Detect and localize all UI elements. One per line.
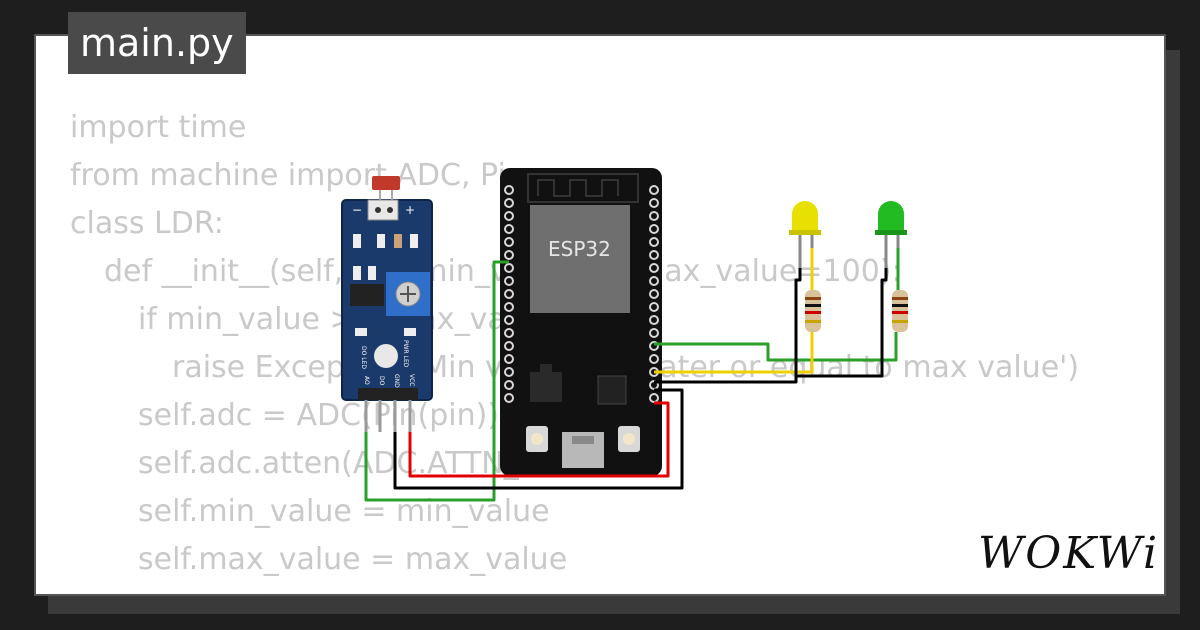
pin-header xyxy=(358,388,418,400)
wire-yellow-led[interactable] xyxy=(654,332,814,374)
led-yellow-body xyxy=(792,201,818,232)
wire-green-led[interactable] xyxy=(654,332,898,362)
code-line: from machine import ADC, Pin xyxy=(70,158,525,193)
code-line: def read(self): xyxy=(70,584,1079,594)
ldr-module[interactable]: − + DO LED PWR LED AO DO GND VCC xyxy=(341,176,433,432)
usb-uart-chip xyxy=(597,375,627,405)
wire-ao-signal[interactable] xyxy=(364,260,509,502)
wire-led-ground-1[interactable] xyxy=(654,268,802,384)
led-green[interactable] xyxy=(875,201,907,268)
indicator-led xyxy=(374,344,398,368)
voltage-regulator xyxy=(530,372,562,402)
led-label-pwr: PWR LED xyxy=(402,340,409,368)
led-green-body xyxy=(878,201,904,232)
wokwi-logo: WOKWi xyxy=(978,528,1160,579)
terminal-plus-label: + xyxy=(405,203,415,217)
resistor-1[interactable] xyxy=(805,290,821,332)
antenna xyxy=(527,173,639,203)
pin-label-ao: AO xyxy=(363,376,370,385)
pin-label-do: DO xyxy=(378,376,385,386)
left-pin-row xyxy=(504,185,514,403)
wires xyxy=(364,248,900,502)
code-line: self.min_value = min_value xyxy=(138,494,550,529)
terminal-minus-label: − xyxy=(352,203,362,217)
led-yellow[interactable] xyxy=(789,201,821,268)
wire-ground[interactable] xyxy=(393,388,684,490)
wire-power[interactable] xyxy=(408,401,670,478)
file-tab[interactable]: main.py xyxy=(68,12,246,74)
wire-led-ground-2[interactable] xyxy=(796,268,888,378)
pin-label-gnd: GND xyxy=(393,374,400,388)
chip-label: ESP32 xyxy=(548,237,611,261)
file-tab-label: main.py xyxy=(80,21,234,65)
resistor-2[interactable] xyxy=(892,290,908,332)
comparator-chip xyxy=(350,284,384,306)
code-line: class LDR: xyxy=(70,206,224,241)
code-line: self.max_value = max_value xyxy=(138,542,568,577)
pin-label-vcc: VCC xyxy=(408,374,415,386)
right-pin-row xyxy=(649,185,659,403)
esp32-module-shield xyxy=(530,205,630,313)
code-line: self.adc = ADC(Pin(pin)) xyxy=(138,398,500,433)
terminal-block xyxy=(367,199,399,221)
code-line: import time xyxy=(70,110,247,145)
code-listing: import time from machine import ADC, Pin c… xyxy=(70,104,1079,594)
photoresistor xyxy=(372,176,400,190)
esp32-board[interactable]: ESP32 xyxy=(500,168,662,476)
led-label-do: DO LED xyxy=(360,346,367,369)
